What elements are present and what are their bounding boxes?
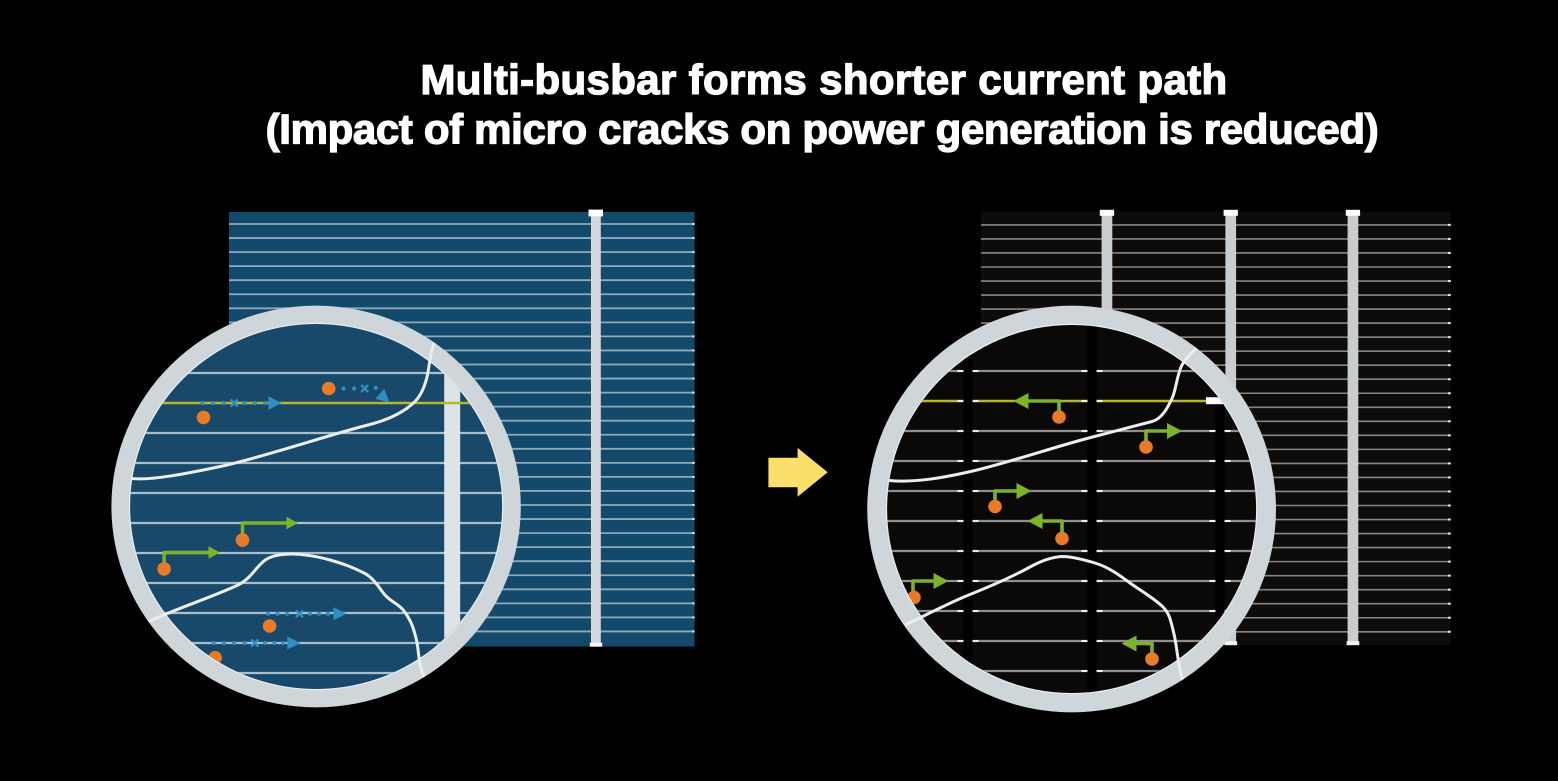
svg-text:(Impact of micro cracks on pow: (Impact of micro cracks on power generat… bbox=[266, 106, 1379, 153]
svg-text:Multi-busbar forms shorter cur: Multi-busbar forms shorter current path bbox=[420, 56, 1227, 103]
